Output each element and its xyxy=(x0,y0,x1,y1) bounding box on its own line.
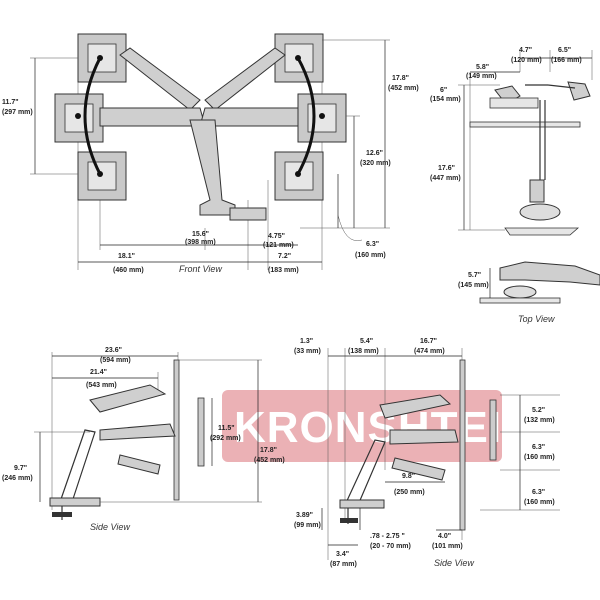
front-arm-upper-right xyxy=(204,47,286,111)
front-arm-upper-left xyxy=(119,47,201,111)
dim-11-5: 11.5" xyxy=(218,425,235,432)
dim-4-7-mm: (120 mm) xyxy=(511,57,542,64)
dim-9-8-mm: (250 mm) xyxy=(394,489,425,496)
side-right-base xyxy=(339,499,385,509)
front-desk-clamp xyxy=(229,207,267,221)
side-right-arm-lower xyxy=(391,457,446,481)
dim-6-5: 6.5" xyxy=(558,47,571,54)
dim-5-7: 5.7" xyxy=(468,272,481,279)
dim-23-6: 23.6" xyxy=(105,347,122,354)
dim-6-3-mm: (160 mm) xyxy=(355,252,386,259)
dim-7-2: 7.2" xyxy=(278,253,291,260)
dim-1-3-mm: (33 mm) xyxy=(294,348,321,355)
dim-1-3: 1.3" xyxy=(300,338,313,345)
dim-21-4: 21.4" xyxy=(90,369,107,376)
side-view-left: 23.6" (594 mm) 21.4" (543 mm) 11.5" (292… xyxy=(2,347,285,532)
dim-9-7-mm: (246 mm) xyxy=(2,475,33,482)
front-view-caption: Front View xyxy=(179,264,222,274)
dim-6-3a: 6.3" xyxy=(532,444,545,451)
side-right-arm-upper xyxy=(379,394,452,419)
dim-4-75-mm: (121 mm) xyxy=(263,242,294,249)
top-view: 5.8" (149 mm) 4.7" (120 mm) 6.5" (166 mm… xyxy=(430,47,600,324)
side-left-base xyxy=(49,497,101,507)
dim-6-3b-mm: (160 mm) xyxy=(524,499,555,506)
dim-11-7-mm: (297 mm) xyxy=(2,109,33,116)
side-view-right: 1.3" (33 mm) 5.4" (138 mm) 16.7" (474 mm… xyxy=(294,338,560,568)
side-left-arm-mid xyxy=(99,423,176,441)
dim-3-4: 3.4" xyxy=(336,551,349,558)
dim-6-5-mm: (166 mm) xyxy=(551,57,582,64)
top-monitor-right xyxy=(567,81,591,101)
dim-11-7: 11.7" xyxy=(2,99,19,106)
dim-16-7: 16.7" xyxy=(420,338,437,345)
dim-17-8-mm: (452 mm) xyxy=(388,85,419,92)
front-left-plate-top xyxy=(77,33,127,83)
top-clamp xyxy=(529,179,545,203)
dim-17-6-mm: (447 mm) xyxy=(430,175,461,182)
side-view-left-caption: Side View xyxy=(90,522,130,532)
dim-12-6-mm: (320 mm) xyxy=(360,160,391,167)
dim-18-1-mm: (460 mm) xyxy=(113,267,144,274)
dim-4-0: 4.0" xyxy=(438,533,451,540)
dim-7-2-mm: (183 mm) xyxy=(268,267,299,274)
dim-5-2: 5.2" xyxy=(532,407,545,414)
dim-15-6-mm: (398 mm) xyxy=(185,239,216,246)
dim-11-5-mm: (292 mm) xyxy=(210,435,241,442)
front-arm-lower-left xyxy=(99,107,206,127)
side-left-arm-lower xyxy=(117,454,161,475)
top-desk xyxy=(469,121,581,128)
dim-16-7-mm: (474 mm) xyxy=(414,348,445,355)
dim-6-mm: (154 mm) xyxy=(430,96,461,103)
front-pole xyxy=(189,119,236,216)
dim-4-0-mm: (101 mm) xyxy=(432,543,463,550)
side-right-monitor xyxy=(459,359,466,531)
dim-5-4: 5.4" xyxy=(360,338,373,345)
dim-4-7: 4.7" xyxy=(519,47,532,54)
dim-6-3: 6.3" xyxy=(366,241,379,248)
dim-5-2-mm: (132 mm) xyxy=(524,417,555,424)
dim-3-89-mm: (99 mm) xyxy=(294,522,321,529)
top-detail-arm xyxy=(499,261,600,286)
front-left-tilt-arc xyxy=(83,57,102,175)
front-view: 11.7" (297 mm) 17.8" (452 mm) 12.6" (320… xyxy=(2,33,419,274)
front-right-tilt-arc xyxy=(296,57,316,175)
dim-17-8-side-mm: (452 mm) xyxy=(254,457,285,464)
dim-15-6: 15.6" xyxy=(192,231,209,238)
dim-5-7-mm: (145 mm) xyxy=(458,282,489,289)
dim-3-4-mm: (87 mm) xyxy=(330,561,357,568)
side-right-arm-mid xyxy=(389,429,459,445)
dim-17-8: 17.8" xyxy=(392,75,409,82)
dim-4-75: 4.75" xyxy=(268,233,285,240)
dim-5-8: 5.8" xyxy=(476,64,489,71)
dim-9-7: 9.7" xyxy=(14,465,27,472)
dim-21-4-mm: (543 mm) xyxy=(86,382,117,389)
top-view-caption: Top View xyxy=(518,314,555,324)
dim-17-6: 17.6" xyxy=(438,165,455,172)
dim-17-8-side: 17.8" xyxy=(260,447,277,454)
dim-18-1: 18.1" xyxy=(118,253,135,260)
side-left-arm-upper xyxy=(89,384,167,413)
dim-5-4-mm: (138 mm) xyxy=(348,348,379,355)
side-left-monitor xyxy=(173,359,180,501)
dim-78-275: .78 - 2.75 " xyxy=(370,533,405,540)
dim-6-3a-mm: (160 mm) xyxy=(524,454,555,461)
dim-78-275-mm: (20 - 70 mm) xyxy=(370,543,411,550)
dim-23-6-mm: (594 mm) xyxy=(100,357,131,364)
dim-3-89: 3.89" xyxy=(296,512,313,519)
dim-6-3b: 6.3" xyxy=(532,489,545,496)
side-view-right-caption: Side View xyxy=(434,558,474,568)
dim-9-8: 9.8" xyxy=(402,473,415,480)
dim-12-6: 12.6" xyxy=(366,150,383,157)
dim-6: 6" xyxy=(440,87,447,94)
dim-5-8-mm: (149 mm) xyxy=(466,73,497,80)
